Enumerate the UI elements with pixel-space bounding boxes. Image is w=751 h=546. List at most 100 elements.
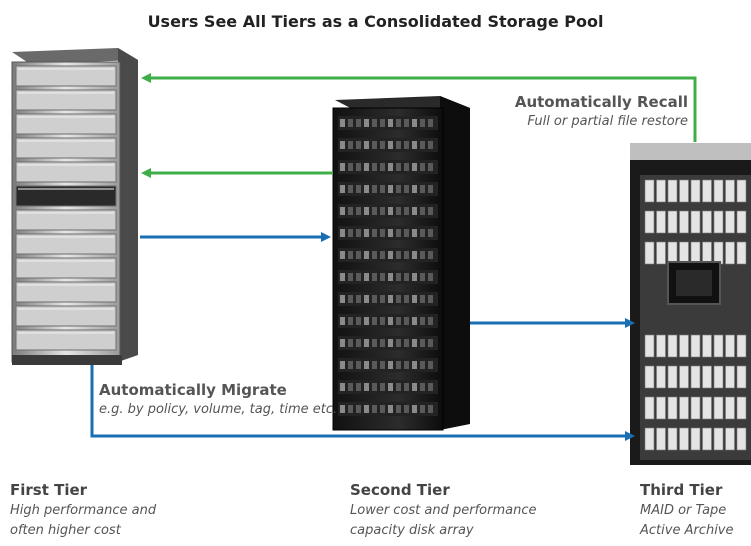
tape-cartridge: [667, 179, 678, 203]
drive-bay: [15, 137, 117, 159]
tape-cartridge: [725, 210, 735, 234]
tape-cartridge: [690, 396, 701, 420]
tape-cartridge: [690, 179, 701, 203]
tape-cartridge: [736, 241, 747, 265]
tier-3-name: Third Tier: [640, 481, 723, 499]
tape-cartridge: [702, 365, 712, 389]
drive-bay: [15, 281, 117, 303]
tape-cartridge: [667, 334, 678, 358]
tape-cartridge: [690, 334, 701, 358]
tape-cartridge: [713, 210, 724, 234]
tape-cartridge: [679, 210, 689, 234]
tape-cartridge: [679, 241, 689, 265]
tape-cartridge: [725, 179, 735, 203]
tier-1-desc-line1: High performance and: [10, 503, 157, 518]
tier-3-desc-line2: Active Archive: [640, 523, 734, 538]
tape-cartridge: [690, 210, 701, 234]
first-tier-drive-bays: [15, 65, 117, 351]
tier-3-desc-line1: MAID or Tape: [640, 503, 727, 518]
tier-1-name: First Tier: [10, 481, 88, 499]
tape-cartridge: [656, 365, 666, 389]
tape-cartridge: [713, 334, 724, 358]
tier-2-caption: Second Tier Lower cost and performance c…: [350, 480, 536, 541]
tape-cartridge: [713, 365, 724, 389]
drive-bay: [15, 113, 117, 135]
tape-cartridge: [667, 396, 678, 420]
diagram-title: Users See All Tiers as a Consolidated St…: [147, 12, 604, 31]
tape-cartridge: [725, 427, 735, 451]
tape-cartridge: [644, 179, 655, 203]
tape-cartridge: [656, 210, 666, 234]
tape-cartridge: [702, 396, 712, 420]
drive-bay: [15, 161, 117, 183]
tape-cartridge: [679, 334, 689, 358]
drive-bay: [15, 209, 117, 231]
third-tier-library: [630, 143, 751, 465]
tier-2-desc-line1: Lower cost and performance: [350, 503, 537, 518]
first-tier-server: [11, 48, 138, 365]
tier-2-name: Second Tier: [350, 481, 450, 499]
tape-cartridge: [667, 210, 678, 234]
drive-bay: [15, 233, 117, 255]
tape-cartridge: [644, 427, 655, 451]
tape-cartridge: [679, 396, 689, 420]
drive-bay: [15, 185, 117, 207]
tape-cartridge: [656, 334, 666, 358]
third-tier-tape-slots: [644, 179, 747, 451]
second-tier-server: [332, 96, 470, 431]
tape-cartridge: [725, 334, 735, 358]
tape-cartridge: [644, 210, 655, 234]
tape-cartridge: [679, 365, 689, 389]
tape-cartridge: [702, 334, 712, 358]
drive-bay: [15, 65, 117, 87]
tier-1-caption: First Tier High performance and often hi…: [10, 480, 156, 541]
recall-note: Automatically Recall Full or partial fil…: [515, 92, 688, 131]
migrate-arrow-first-to-third: [90, 365, 635, 441]
tape-cartridge: [713, 179, 724, 203]
drive-bay: [15, 305, 117, 327]
tape-cartridge: [725, 396, 735, 420]
tape-cartridge: [644, 334, 655, 358]
tier-2-desc-line2: capacity disk array: [350, 523, 474, 538]
tier-1-desc-line2: often higher cost: [10, 523, 121, 538]
tape-cartridge: [736, 396, 747, 420]
tier-3-caption: Third Tier MAID or Tape Active Archive: [640, 480, 734, 541]
tape-cartridge: [702, 427, 712, 451]
tape-cartridge: [644, 365, 655, 389]
migrate-subtext: e.g. by policy, volume, tag, time etc.: [99, 402, 338, 417]
tape-cartridge: [656, 241, 666, 265]
recall-arrow-to-first-tier: [141, 73, 697, 142]
recall-subtext: Full or partial file restore: [527, 114, 688, 129]
tape-cartridge: [644, 241, 655, 265]
tape-cartridge: [713, 241, 724, 265]
tape-cartridge: [644, 396, 655, 420]
migrate-heading: Automatically Migrate: [99, 381, 287, 399]
tape-cartridge: [736, 334, 747, 358]
tape-cartridge: [667, 241, 678, 265]
tape-cartridge: [725, 365, 735, 389]
tape-cartridge: [713, 427, 724, 451]
migrate-note: Automatically Migrate e.g. by policy, vo…: [99, 380, 337, 419]
second-tier-disk-shelves: [338, 116, 438, 416]
tape-cartridge: [702, 210, 712, 234]
tape-cartridge: [713, 396, 724, 420]
tape-cartridge: [702, 241, 712, 265]
tape-cartridge: [690, 365, 701, 389]
tape-cartridge: [656, 427, 666, 451]
drive-bay: [15, 89, 117, 111]
drive-bay: [15, 257, 117, 279]
tape-cartridge: [736, 179, 747, 203]
tape-cartridge: [736, 210, 747, 234]
tape-cartridge: [656, 396, 666, 420]
tape-cartridge: [667, 365, 678, 389]
tape-cartridge: [667, 427, 678, 451]
tape-cartridge: [736, 365, 747, 389]
tape-cartridge: [690, 427, 701, 451]
recall-heading: Automatically Recall: [514, 93, 688, 111]
drive-bay: [15, 329, 117, 351]
tape-cartridge: [736, 427, 747, 451]
tape-cartridge: [679, 427, 689, 451]
tape-cartridge: [690, 241, 701, 265]
tape-cartridge: [679, 179, 689, 203]
